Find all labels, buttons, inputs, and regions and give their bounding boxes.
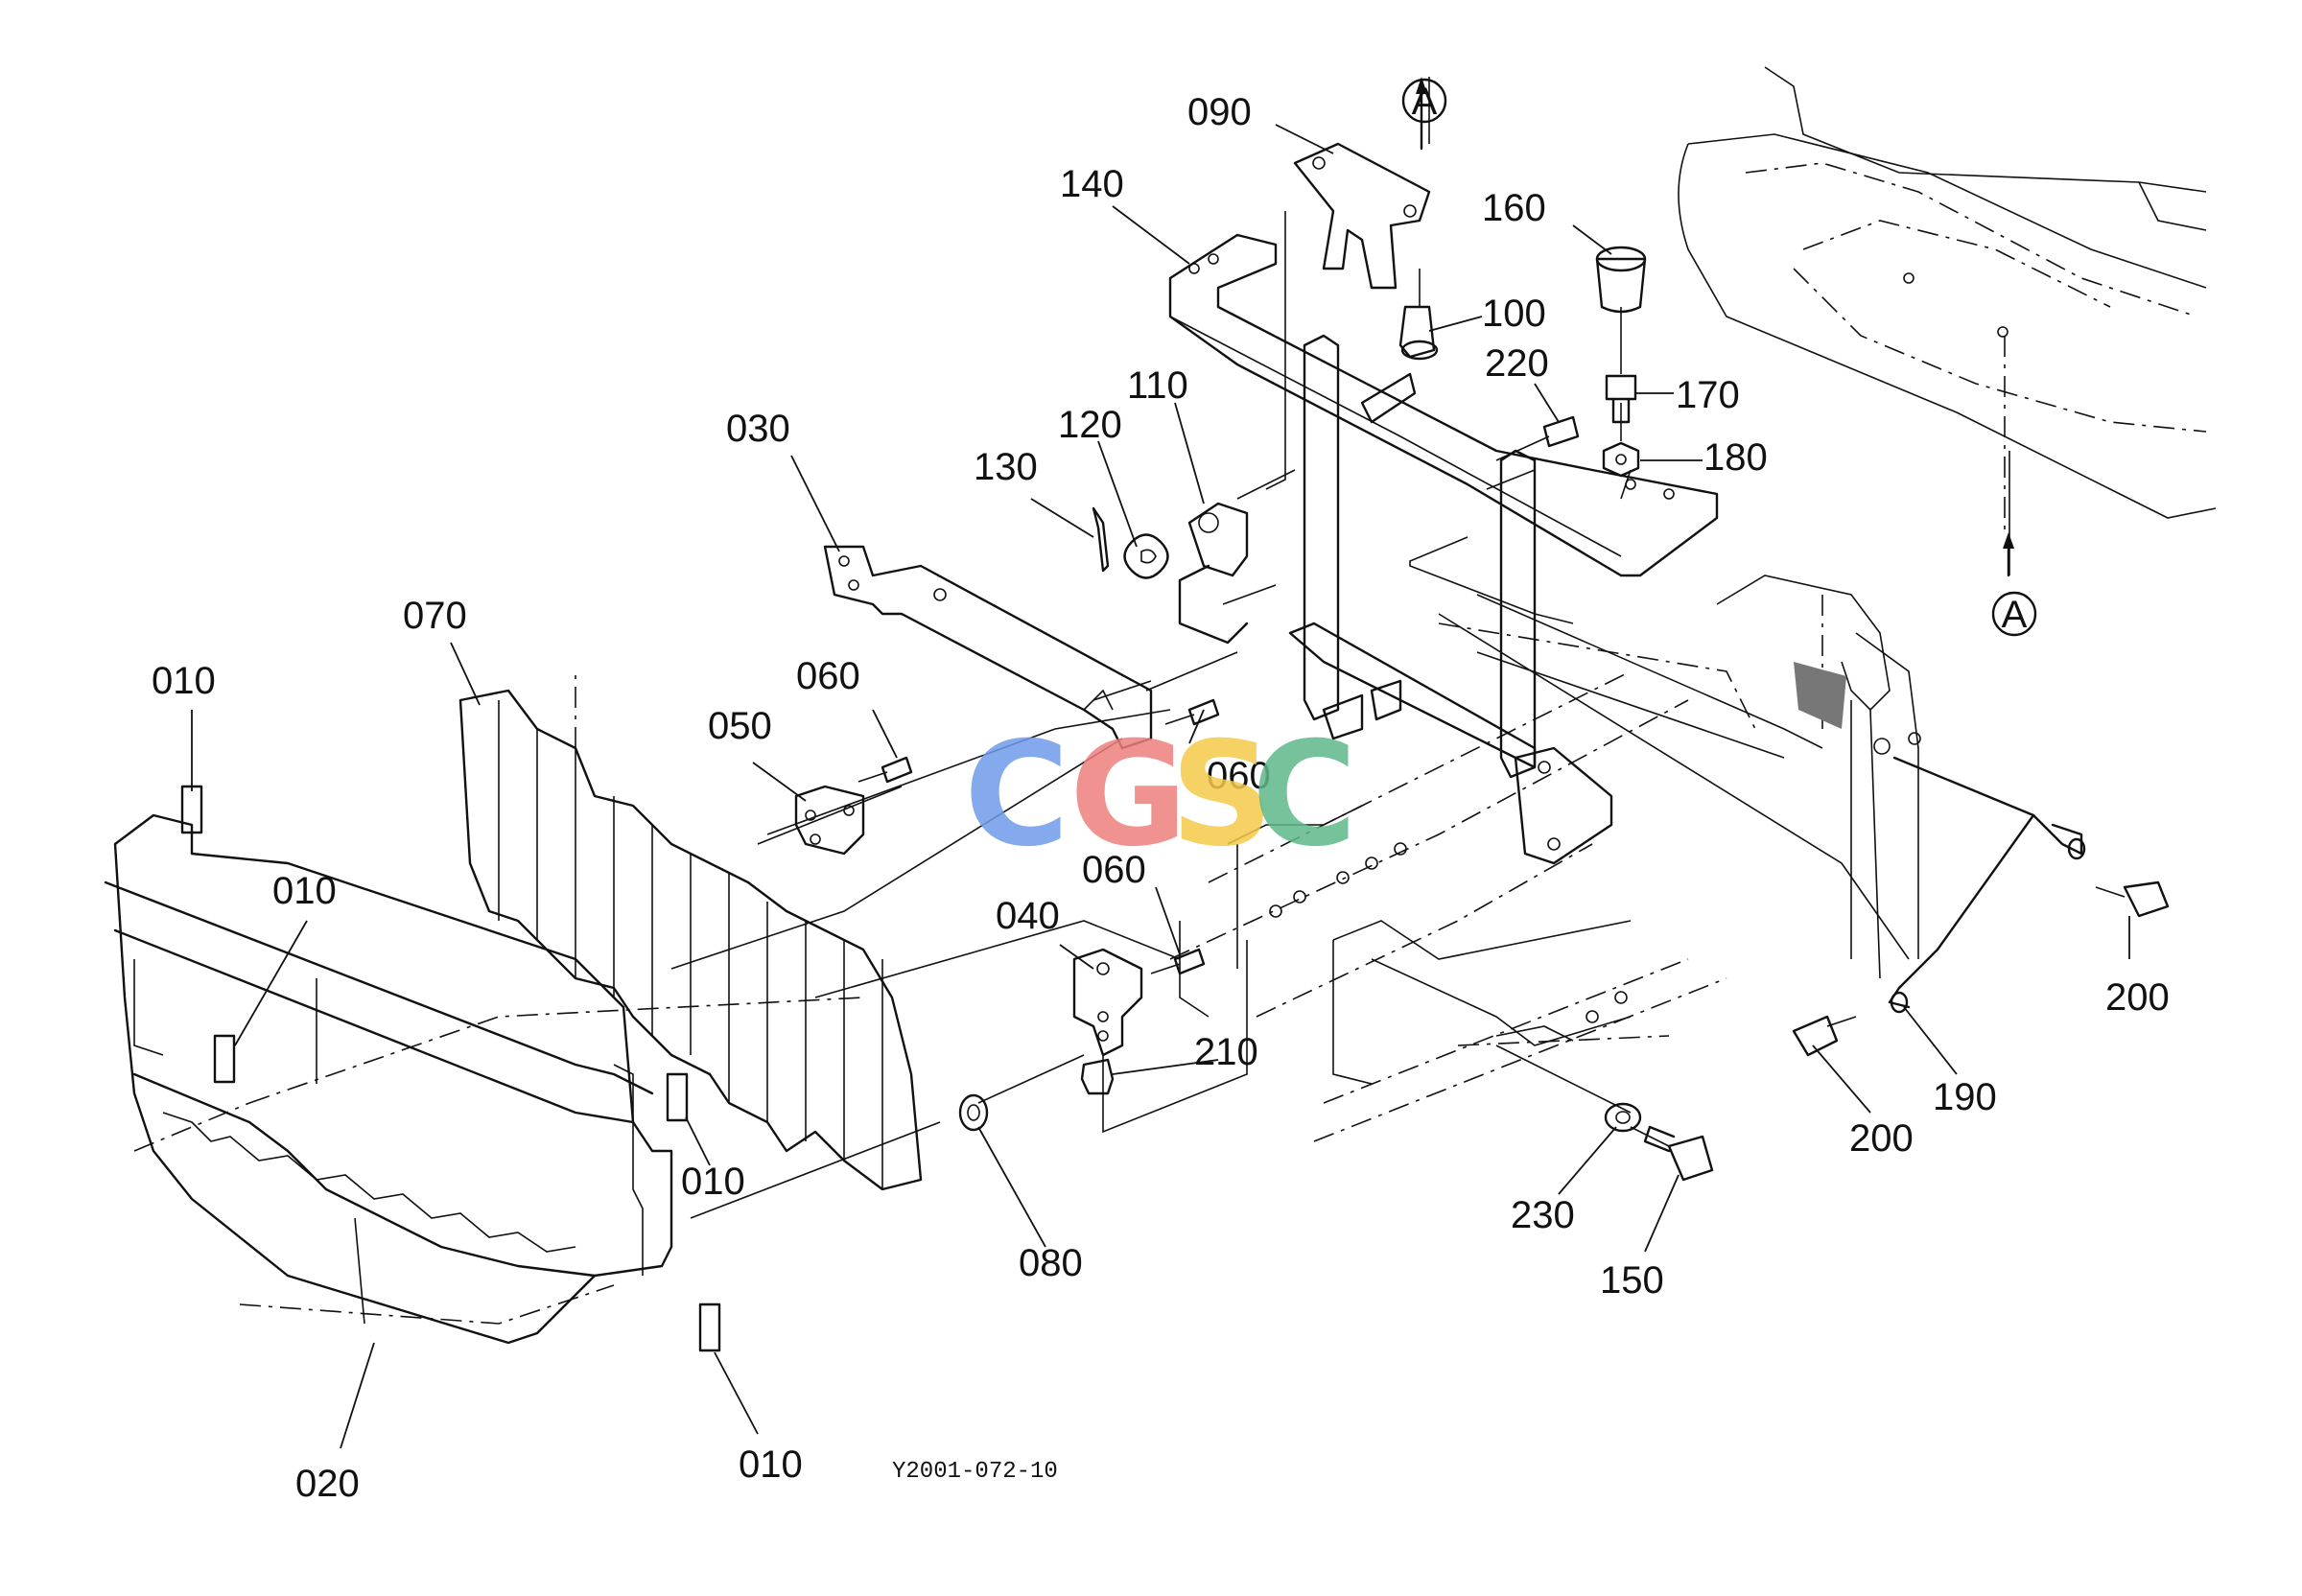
- part-label-080: 080: [1019, 1242, 1083, 1284]
- bolt-150: [1643, 1125, 1714, 1182]
- part-label-120: 120: [1058, 404, 1122, 446]
- nut-180: [1602, 441, 1640, 478]
- part-label-050: 050: [708, 705, 772, 747]
- screw-060: [857, 698, 1220, 975]
- part-label-220: 220: [1485, 342, 1549, 385]
- part-label-170: 170: [1676, 374, 1740, 416]
- part-label-100: 100: [1482, 293, 1546, 335]
- part-label-020: 020: [295, 1463, 360, 1505]
- clip-010: [180, 785, 721, 1352]
- leader-lines: [191, 124, 2130, 1449]
- bracket-090: [1293, 142, 1431, 290]
- watermark-letter-g: G: [1069, 712, 1187, 879]
- ref-mark-a-top-text: A: [1412, 81, 1438, 123]
- part-label-140: 140: [1060, 163, 1124, 205]
- part-labels: 090 140 160 100 220 170 110 120 180 030 …: [152, 91, 2170, 1505]
- bolt-200: [1792, 880, 2170, 1057]
- bolt-100: [1398, 305, 1439, 361]
- part-label-060-c: 060: [1082, 849, 1146, 891]
- part-label-010-b: 010: [272, 870, 337, 912]
- part-label-010-a: 010: [152, 660, 216, 702]
- part-label-230: 230: [1511, 1194, 1575, 1236]
- ref-mark-a-right: A: [1991, 591, 2037, 637]
- bolt-220: [1495, 415, 1580, 461]
- chassis-rail-outline: [1169, 594, 1823, 1142]
- part-label-200-b: 200: [1849, 1117, 1914, 1160]
- part-label-190: 190: [1933, 1076, 1997, 1118]
- watermark-logo: C G S C: [964, 712, 1357, 879]
- watermark-letter-s: S: [1170, 712, 1274, 879]
- assembly-lines: [670, 77, 2010, 1219]
- part-label-010-d: 010: [739, 1443, 803, 1486]
- part-label-030: 030: [726, 408, 790, 450]
- washer-080: [958, 1093, 989, 1132]
- part-label-060-a: 060: [796, 655, 860, 697]
- ref-arrow-top: [1416, 77, 1427, 151]
- part-label-060-b: 060: [1207, 755, 1271, 797]
- ref-arrow-right: [2003, 532, 2014, 577]
- part-label-070: 070: [403, 595, 467, 637]
- bracket-030: [823, 545, 1153, 750]
- part-label-090: 090: [1187, 91, 1252, 133]
- frame-140: [1168, 233, 1719, 865]
- part-label-160: 160: [1482, 187, 1546, 229]
- part-label-010-c: 010: [681, 1161, 745, 1203]
- front-grille-frame: [104, 813, 864, 1345]
- part-label-110: 110: [1127, 364, 1188, 407]
- rod-190: [1888, 756, 2086, 1014]
- watermark-letter-c1: C: [964, 712, 1069, 879]
- watermark-letter-c2: C: [1252, 712, 1357, 879]
- ref-mark-a-top: A: [1401, 78, 1447, 124]
- nut-210: [1080, 1058, 1115, 1095]
- grille-mesh: [458, 671, 923, 1191]
- part-label-210: 210: [1194, 1031, 1258, 1073]
- cotter-pin-130: [1092, 506, 1110, 573]
- latch-110: [1178, 502, 1249, 645]
- side-panel-outline: [1716, 575, 1921, 979]
- washer-230: [1604, 1102, 1642, 1133]
- part-label-200-a: 200: [2105, 976, 2170, 1019]
- rubber-stopper-160: [1595, 246, 1647, 314]
- part-label-150: 150: [1600, 1259, 1664, 1302]
- ref-mark-a-right-text: A: [2002, 594, 2028, 636]
- spring-120: [1123, 533, 1169, 579]
- part-label-040: 040: [996, 895, 1060, 937]
- drawing-code: Y2001-072-10: [892, 1459, 1058, 1485]
- bracket-040: [1072, 948, 1143, 1057]
- hood-outline: [1678, 66, 2217, 537]
- part-label-180: 180: [1703, 436, 1768, 479]
- part-label-130: 130: [974, 446, 1038, 488]
